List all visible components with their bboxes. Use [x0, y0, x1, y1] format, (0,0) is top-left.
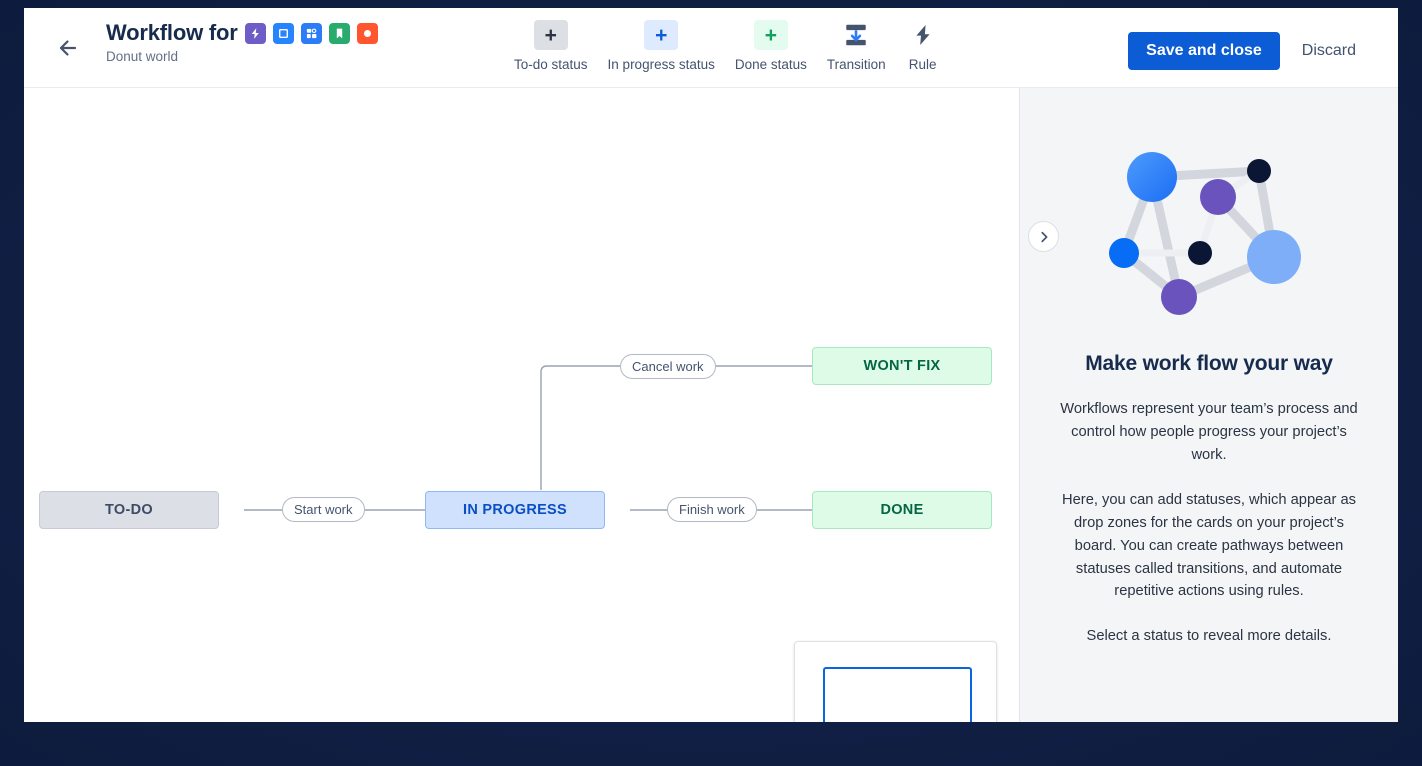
minimap-viewport-rect[interactable] [823, 667, 972, 722]
add-done-status-button[interactable]: + Done status [725, 20, 817, 72]
arrow-left-icon [59, 40, 77, 56]
add-in-progress-status-button[interactable]: + In progress status [598, 20, 725, 72]
header-actions: Save and close Discard [1128, 32, 1370, 70]
title-row: Workflow for [106, 20, 378, 46]
add-in-progress-status-label: In progress status [607, 57, 715, 72]
add-transition-label: Transition [826, 57, 886, 72]
transition-start-work[interactable]: Start work [282, 497, 365, 522]
back-button[interactable] [48, 28, 88, 68]
transition-cancel-work[interactable]: Cancel work [620, 354, 716, 379]
save-and-close-button[interactable]: Save and close [1128, 32, 1280, 70]
editor-toolbar: + To-do status + In progress status + Do… [504, 20, 950, 72]
circle-badge [356, 22, 378, 44]
lightning-badge [244, 22, 266, 44]
status-node-in-progress[interactable]: IN PROGRESS [425, 491, 605, 529]
plus-icon: + [753, 20, 788, 50]
page-subtitle: Donut world [106, 49, 179, 64]
add-todo-status-label: To-do status [514, 57, 588, 72]
sidebar-paragraph-1: Workflows represent your team’s process … [1060, 401, 1358, 463]
add-todo-status-button[interactable]: + To-do status [504, 20, 598, 72]
status-node-wont-fix[interactable]: WON'T FIX [812, 347, 992, 385]
transition-icon [839, 20, 873, 50]
status-node-wont-fix-label: WON'T FIX [863, 358, 941, 374]
workflow-canvas[interactable]: TO-DO IN PROGRESS DONE WON'T FIX Start w… [24, 88, 1020, 722]
add-rule-label: Rule [908, 57, 937, 72]
rule-icon [906, 20, 940, 50]
transition-finish-work[interactable]: Finish work [667, 497, 757, 522]
add-transition-button[interactable]: Transition [817, 20, 896, 72]
title-block: Workflow for [106, 20, 378, 64]
bookmark-badge [328, 22, 350, 44]
discard-button[interactable]: Discard [1288, 32, 1370, 70]
status-node-done-label: DONE [880, 502, 924, 518]
status-node-done[interactable]: DONE [812, 491, 992, 529]
sidebar-paragraph-3: Select a status to reveal more details. [1086, 628, 1332, 645]
add-done-status-label: Done status [734, 57, 807, 72]
minimap-panel[interactable] [794, 641, 997, 722]
status-node-in-progress-label: IN PROGRESS [462, 502, 567, 518]
chevron-right-icon [1040, 231, 1047, 242]
plus-icon: + [644, 20, 679, 50]
sidebar-heading: Make work flow your way [1085, 352, 1333, 375]
info-sidebar: Make work flow your way Workflows repres… [1020, 88, 1398, 722]
square-outline-badge [272, 22, 294, 44]
sitemap-badge [300, 22, 322, 44]
add-rule-button[interactable]: Rule [896, 20, 950, 72]
collapse-sidebar-button[interactable] [1028, 221, 1059, 252]
status-node-todo[interactable]: TO-DO [39, 491, 219, 529]
workflow-edges [244, 88, 1020, 722]
network-nodes-illustration [1054, 130, 1364, 340]
plus-icon: + [533, 20, 568, 50]
editor-body: TO-DO IN PROGRESS DONE WON'T FIX Start w… [24, 88, 1398, 722]
status-node-todo-label: TO-DO [105, 502, 153, 518]
editor-header: Workflow for [24, 8, 1398, 88]
sidebar-paragraph-2: Here, you can add statuses, which appear… [1062, 491, 1356, 600]
page-title: Workflow for [106, 20, 238, 45]
workflow-editor-window: Workflow for [24, 8, 1398, 722]
